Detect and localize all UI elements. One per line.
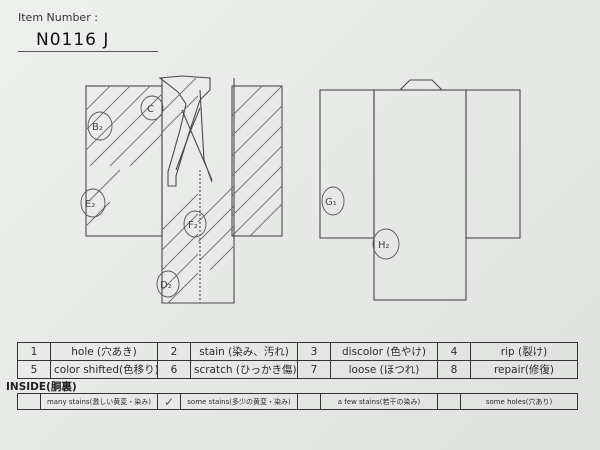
front-view	[85, 75, 283, 304]
inside-row: many stains(激しい黄変・染み) ✓ some stains(多少の黄…	[17, 393, 578, 410]
legend-label: hole (穴あき)	[50, 342, 158, 361]
mark-label-b2: B₂	[92, 122, 103, 133]
front-collar	[158, 75, 211, 187]
mark-circle-g1	[321, 186, 345, 216]
mark-label-h2: H₂	[378, 240, 390, 251]
mark-circle-f2	[183, 210, 207, 238]
item-number-value: N0116 J	[36, 30, 110, 50]
mark-circle-h2	[372, 228, 400, 260]
back-right-sleeve	[465, 89, 521, 239]
mark-circle-c	[140, 95, 164, 121]
mark-circle-d2	[156, 270, 180, 298]
legend-number: 8	[437, 360, 471, 379]
inside-checkbox-some-stains[interactable]: ✓	[157, 393, 181, 410]
mark-label-e2: E₂	[85, 199, 95, 210]
legend-number: 1	[17, 342, 51, 361]
legend-label: discolor (色やけ)	[330, 342, 438, 361]
damage-mark-labels: C B₂ E₂ F₂ D₂ G₁ H₂	[85, 104, 390, 291]
legend-label: color shifted(色移り)	[50, 360, 159, 379]
item-number-label: Item Number :	[18, 11, 98, 24]
inside-checkbox-some-holes[interactable]	[437, 393, 461, 410]
legend-number: 2	[157, 342, 191, 361]
inside-option-label: some stains(多少の黄変・染み)	[180, 393, 298, 410]
legend-row: 1 hole (穴あき) 2 stain (染み、汚れ) 3 discolor …	[17, 342, 578, 361]
legend-number: 3	[297, 342, 331, 361]
legend-number: 7	[297, 360, 331, 379]
legend-label: stain (染み、汚れ)	[190, 342, 298, 361]
inside-heading: INSIDE(胴裏)	[6, 381, 77, 393]
mark-label-d2: D₂	[160, 280, 172, 291]
legend-label: scratch (ひっかき傷)	[190, 360, 298, 379]
back-body	[373, 89, 467, 301]
back-left-sleeve	[319, 89, 375, 239]
mark-label-f2: F₂	[188, 220, 198, 231]
damage-legend-table: 1 hole (穴あき) 2 stain (染み、汚れ) 3 discolor …	[17, 342, 578, 379]
inside-option-label: a few stains(若干の染み)	[320, 393, 438, 410]
legend-label: loose (ほつれ)	[330, 360, 438, 379]
back-collar	[399, 79, 443, 91]
item-number-underline	[18, 51, 158, 52]
inside-option-label: some holes(穴あり)	[460, 393, 578, 410]
legend-label: rip (裂け)	[470, 342, 578, 361]
legend-number: 6	[157, 360, 191, 379]
inside-condition-table: many stains(激しい黄変・染み) ✓ some stains(多少の黄…	[17, 393, 578, 410]
inside-checkbox-many-stains[interactable]	[17, 393, 41, 410]
inside-checkbox-few-stains[interactable]	[297, 393, 321, 410]
legend-number: 4	[437, 342, 471, 361]
mark-label-g1: G₁	[325, 197, 337, 208]
legend-row: 5 color shifted(色移り) 6 scratch (ひっかき傷) 7…	[17, 360, 578, 379]
back-view	[319, 79, 521, 301]
front-body	[161, 78, 235, 304]
mark-circle-b2	[87, 111, 113, 141]
damage-marks	[80, 95, 400, 298]
mark-label-c: C	[147, 104, 154, 115]
mark-circle-e2	[80, 188, 106, 218]
legend-number: 5	[17, 360, 51, 379]
front-right-sleeve	[231, 85, 283, 237]
inside-option-label: many stains(激しい黄変・染み)	[40, 393, 158, 410]
front-collar-detail	[175, 89, 213, 183]
legend-label: repair(修復)	[470, 360, 578, 379]
